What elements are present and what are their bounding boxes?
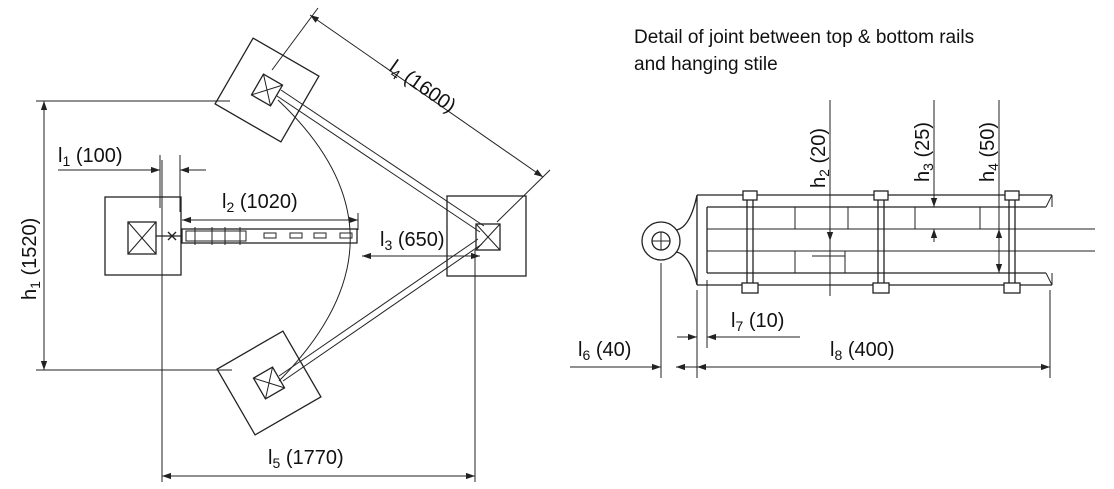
bottom-post-foundation [216, 330, 322, 436]
swing-arc [277, 99, 351, 382]
hinge-eye [641, 194, 698, 286]
joint-detail: Detail of joint between top & bottom rai… [570, 27, 1095, 378]
dim-h3: h3 (25) [912, 100, 938, 242]
dim-l1: l1 (100) [58, 145, 206, 212]
dim-h1: h1 (1520) [19, 100, 232, 371]
dim-h4: h4 (50) [977, 100, 1003, 273]
detail-caption-line2: and hanging stile [634, 54, 778, 75]
dim-l6: l6 (40) [570, 339, 697, 371]
dim-l7: l7 (10) [677, 310, 800, 341]
dim-h1-label: h1 (1520) [19, 218, 43, 300]
dim-l5: l5 (1770) [161, 160, 476, 482]
dim-h2: h2 (20) [808, 100, 845, 296]
dim-l2-label: l2 (1020) [222, 191, 298, 215]
dim-h2-label: h2 (20) [808, 128, 832, 188]
dim-l6-label: l6 (40) [578, 339, 631, 363]
dim-l3-label: l3 (650) [380, 229, 445, 253]
bolt-2 [872, 190, 890, 294]
dim-l4: l4 (1600) [271, 7, 551, 223]
dim-h4-label: h4 (50) [977, 122, 1001, 182]
bolt-1 [741, 190, 759, 294]
dim-l8-label: l8 (400) [830, 339, 895, 363]
right-post-foundation [446, 195, 527, 277]
dim-l3: l3 (650) [362, 229, 480, 260]
rail-assembly [697, 194, 1095, 286]
bolt-3 [1003, 190, 1021, 294]
plan-view: h1 (1520) l1 (100) l2 (1020) l3 (650) l4… [19, 7, 551, 482]
dim-l5-label: l5 (1770) [268, 447, 344, 471]
detail-caption-line1: Detail of joint between top & bottom rai… [634, 27, 974, 48]
dim-l8: l8 (400) [697, 339, 1050, 371]
top-post-foundation [214, 37, 320, 143]
dim-l1-label: l1 (100) [58, 145, 123, 169]
dim-l4-label: l4 (1600) [384, 56, 460, 119]
dim-l7-label: l7 (10) [731, 310, 784, 334]
gate-leaf [156, 227, 358, 245]
dim-h3-label: h3 (25) [912, 122, 936, 182]
dim-l2: l2 (1020) [182, 191, 359, 230]
